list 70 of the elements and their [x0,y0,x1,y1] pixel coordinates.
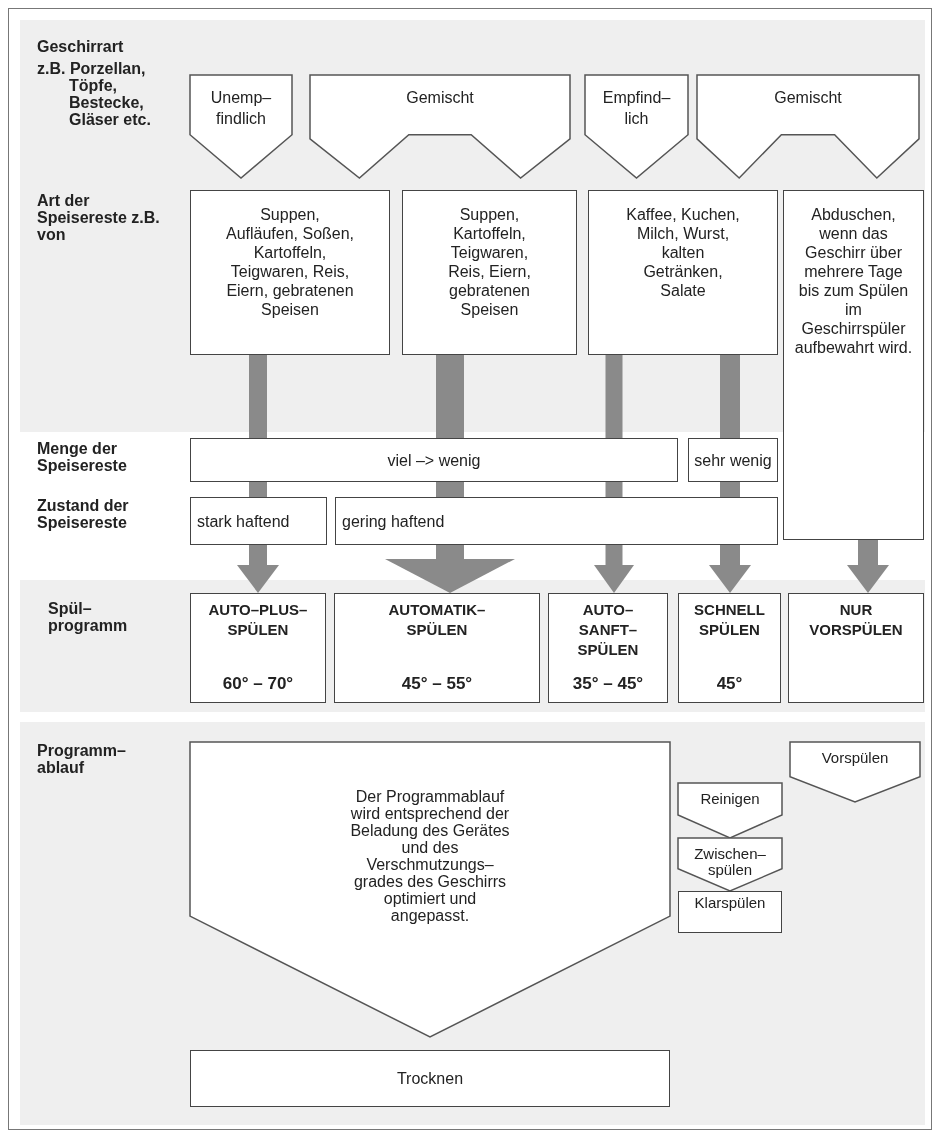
condition-box [190,497,327,545]
row-heading: Programm– ablauf [37,742,127,776]
program-box [334,593,540,703]
node-text: Empfind– lich [601,88,672,129]
row-heading: Spül– programm [48,600,129,634]
arrow [847,540,889,593]
amount-box [688,438,778,482]
program-box [548,593,668,703]
node-text: Der Programmablauf wird entsprechend der Beladung des Gerätes und des Verschmutzungs– grades des Geschirrs optimiert und angepasst. [350,788,510,924]
node-text: SCHNELL SPÜLEN [693,600,766,640]
node-text: Abduschen, wenn das Geschirr über mehrere Tage bis zum Spülen im Geschirrspüler aufbewahrt wird. [793,205,914,357]
process-pentagon [190,742,670,1037]
node-text: gering haftend [342,511,446,531]
node-text: Zwischen– spülen [693,846,767,878]
row-heading: z.B. Porzellan, Töpfe, Bestecke, Gläser etc. [37,60,152,128]
connector-bar [605,482,623,497]
node-text: Trocknen [395,1069,465,1088]
pentagon-tag [310,75,570,178]
connector-bar [249,482,267,497]
pentagon-tag [585,75,688,178]
row-heading: Zustand der Speisereste [37,497,130,531]
node-text: sehr wenig [693,450,773,470]
node-text: 45° [715,674,744,694]
connector-bar [436,482,464,497]
node-text: Gemischt [405,88,475,108]
pentagon-tag [697,75,919,178]
node-text: Suppen, Kartoffeln, Teigwaren, Reis, Eiern, gebratenen Speisen [447,205,532,319]
amount-box [190,1050,670,1107]
row-heading: Art der Speisereste z.B. von [37,192,161,243]
pentagon-tag [678,838,782,891]
node-text: AUTO–PLUS– SPÜLEN [207,600,309,640]
node-text: 45° – 55° [400,674,474,694]
node-text: Unemp– findlich [209,88,273,129]
node-text: stark haftend [197,511,291,531]
pentagon-tag [678,783,782,838]
food-residue-box [402,190,577,355]
connector-bar [605,355,623,438]
program-box [678,593,781,703]
arrow [594,545,634,593]
food-residue-box [190,190,390,355]
row-heading: Menge der Speisereste [37,440,128,474]
node-text: 60° – 70° [221,674,295,694]
node-text: Gemischt [773,88,843,108]
connector-bar [720,355,740,438]
condition-box [335,497,778,545]
step-box [678,891,782,933]
arrow [385,545,515,593]
node-text: NUR VORSPÜLEN [808,600,904,640]
connector-bar [436,355,464,438]
row-heading: Geschirrart [37,38,125,55]
pentagon-tag [790,742,920,802]
node-text: Klarspülen [693,895,767,911]
program-box [788,593,924,703]
amount-box [190,438,678,482]
connector-bar [249,355,267,438]
food-residue-box [783,190,924,540]
node-text: AUTOMATIK– SPÜLEN [387,600,487,640]
arrow [237,545,279,593]
node-text: Kaffee, Kuchen, Milch, Wurst, kalten Getränken, Salate [625,205,741,300]
node-text: Vorspülen [820,750,890,766]
connector-bar [720,482,740,497]
program-box [190,593,326,703]
pentagon-tag [190,75,292,178]
arrow [709,545,751,593]
food-residue-box [588,190,778,355]
node-text: 35° – 45° [571,674,645,694]
node-text: AUTO– SANFT– SPÜLEN [576,600,640,660]
node-text: viel –> wenig [386,450,482,470]
node-text: Suppen, Aufläufen, Soßen, Kartoffeln, Teigwaren, Reis, Eiern, gebratenen Speisen [224,205,356,319]
node-text: Reinigen [699,791,761,807]
